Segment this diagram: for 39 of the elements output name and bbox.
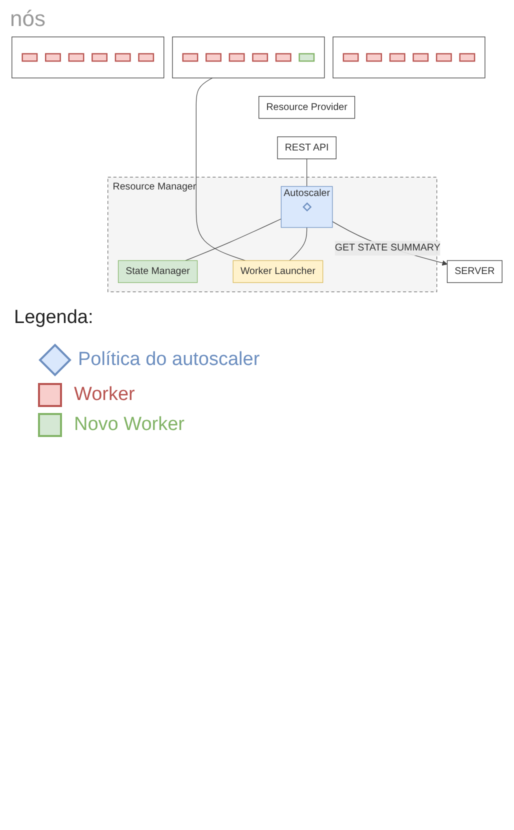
legend-text: Política do autoscaler	[78, 348, 260, 371]
node-box: REST API	[277, 136, 336, 160]
node-box	[182, 53, 198, 62]
node-box	[366, 53, 382, 62]
node-box: State Manager	[118, 260, 198, 283]
node-box	[252, 53, 268, 62]
cluster: Autoscaler	[280, 186, 333, 228]
node-box	[298, 53, 315, 62]
node-box	[436, 53, 452, 62]
legend-text: Worker	[74, 384, 135, 406]
connector	[289, 227, 308, 261]
node-diamond	[302, 202, 312, 212]
arrow	[332, 221, 448, 266]
group-label: nós	[10, 6, 46, 31]
cluster	[332, 36, 486, 78]
legend-text: Novo Worker	[74, 414, 185, 436]
node-box	[45, 53, 61, 62]
legend-heading: Legenda:	[14, 306, 94, 329]
connector	[196, 78, 246, 261]
node-box	[92, 53, 108, 62]
node-box	[138, 53, 154, 62]
node-box	[275, 53, 292, 62]
node-box	[412, 53, 429, 62]
node-box	[459, 53, 476, 62]
cluster	[172, 36, 325, 78]
node-box	[114, 53, 131, 62]
edge-label: GET STATE SUMMARY	[334, 242, 440, 254]
node-box: Resource Provider	[258, 96, 356, 119]
node-box	[22, 53, 38, 62]
node-box: SERVER	[446, 260, 502, 283]
node-box	[206, 53, 222, 62]
node-box	[342, 53, 359, 62]
node-box	[68, 53, 84, 62]
cluster	[12, 36, 164, 78]
node-box	[389, 53, 406, 62]
connector	[306, 158, 308, 187]
node-box: Worker Launcher	[232, 260, 324, 283]
connector	[185, 218, 282, 261]
node-box	[228, 53, 245, 62]
